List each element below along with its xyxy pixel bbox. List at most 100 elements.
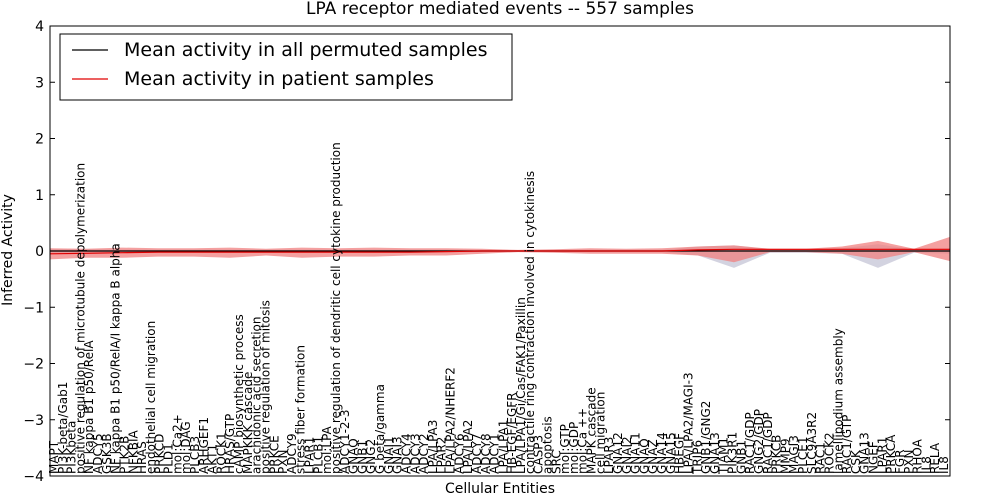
category-label: GNAO xyxy=(637,438,651,474)
patient-series-line xyxy=(49,248,950,255)
category-label: LPAR2 xyxy=(435,437,449,474)
category-label: LPAR1 xyxy=(875,437,889,474)
category-label: HBEGF xyxy=(673,433,687,474)
y-tick-label: −1 xyxy=(23,300,44,316)
chart-title: LPA receptor mediated events -- 557 samp… xyxy=(306,0,694,19)
category-label: GNA13 xyxy=(858,432,872,474)
category-label: PI3K-beta/Gab1 xyxy=(56,382,70,474)
category-label: LPAR3 xyxy=(602,437,616,474)
category-label: ADCY1-2-3 xyxy=(338,409,352,474)
category-label: CASP3 xyxy=(532,435,546,474)
category-label: GNA15 xyxy=(664,432,678,474)
category-label: contractile ring contraction involved in… xyxy=(523,171,537,474)
category-label: ADCY2 xyxy=(417,433,431,474)
category-label: CSK xyxy=(849,449,863,474)
category-label: LPA/LPA1 xyxy=(496,420,510,474)
category-label: LPA/LPA3 xyxy=(426,420,440,474)
y-tick-label: 1 xyxy=(35,188,44,204)
legend-box xyxy=(59,33,513,101)
category-label: PRKCE xyxy=(267,435,281,474)
category-label: cAMP biosynthetic process xyxy=(232,314,246,474)
category-label: GNB1 xyxy=(734,440,748,474)
category-label: RELA xyxy=(928,442,942,474)
category-label: mol:GDP xyxy=(567,422,581,474)
category-label: GNAI1 xyxy=(382,436,396,474)
category-label: ADCY8 xyxy=(479,433,493,474)
category-label: PRKCB xyxy=(770,435,784,474)
category-label: ADCY3 xyxy=(408,433,422,474)
category-label: GNA14 xyxy=(655,432,669,474)
category-label: PXN xyxy=(902,450,916,474)
category-label: positive regulation of dendritic cell cy… xyxy=(329,142,343,474)
category-label: TRIP6 xyxy=(690,440,704,475)
category-label: LPA/LPA1/Gi/Cas/FAK1/Paxillin xyxy=(514,297,528,474)
category-label: RAC1 xyxy=(814,442,828,474)
legend: Mean activity in all permuted samplesMea… xyxy=(59,33,513,101)
category-label: RHOA xyxy=(911,438,925,474)
category-label: G beta/gamma xyxy=(373,384,387,474)
category-label: mol:GTP xyxy=(558,424,572,474)
category-label: HRAS/GTP xyxy=(223,414,237,474)
category-label: ADCY6 xyxy=(452,433,466,474)
category-label: RAC1/GDP xyxy=(761,412,775,474)
category-label: SLC9A3R2 xyxy=(805,412,819,474)
category-label: RAC1/GTP xyxy=(840,415,854,474)
category-label: LPA/LPA2 xyxy=(461,420,475,474)
category-label: ROCK1 xyxy=(214,432,228,474)
y-tick-label: −2 xyxy=(23,357,44,373)
y-tick-label: −4 xyxy=(23,469,44,485)
category-label: PTK2B xyxy=(118,436,132,474)
category-label: mol:LPA xyxy=(320,425,334,474)
category-label: ADCY4 xyxy=(400,433,414,474)
category-label: GNG2/GDP xyxy=(752,409,766,474)
category-label: mol:DAG xyxy=(179,421,193,474)
category-label: GNA11 xyxy=(629,432,643,474)
category-label: IL8 xyxy=(919,456,933,474)
category-label: LPA/LPA2/MAGI-3 xyxy=(682,372,696,474)
category-label: GNAI3 xyxy=(391,436,405,474)
category-label: FGR xyxy=(893,449,907,474)
y-tick-label: 0 xyxy=(35,244,44,260)
category-label: PLCB3 xyxy=(188,436,202,474)
category-label: lamellipodium assembly xyxy=(831,328,845,474)
lines-layer xyxy=(49,248,950,255)
category-label: NFKBIA xyxy=(126,429,140,474)
category-label: PIK3R1 xyxy=(726,432,740,474)
category-label: stress fiber formation xyxy=(294,345,308,474)
category-label: ADCY5 xyxy=(91,433,105,474)
category-label: PLD1 xyxy=(162,443,176,474)
category-label: MAPKKK cascade xyxy=(241,372,255,474)
category-label: PI3Kbeta xyxy=(65,421,79,474)
category-label: PXN xyxy=(276,450,290,474)
patient-band xyxy=(50,236,950,263)
category-label: SRC xyxy=(549,450,563,474)
category-label: GNA12 xyxy=(611,432,625,474)
permuted-legend-label: Mean activity in all permuted samples xyxy=(124,39,487,61)
category-label: arachidonic acid secretion xyxy=(250,317,264,474)
category-label: HB-EGF/EGFR xyxy=(505,392,519,474)
category-label: AKT1 xyxy=(206,444,220,474)
category-label: IL8 xyxy=(937,456,951,474)
category-label: ROCK2 xyxy=(822,432,836,474)
category-label: GNG2 xyxy=(364,439,378,474)
y-tick-label: 3 xyxy=(35,75,44,91)
category-label: NGEF xyxy=(867,441,881,474)
category-label: TIAM1 xyxy=(717,437,731,475)
category-label: ADCY9 xyxy=(285,433,299,474)
patient-legend-label: Mean activity in patient samples xyxy=(124,68,434,90)
category-label: endothelial cell migration xyxy=(144,321,158,474)
category-label: PLCE1 xyxy=(796,436,810,474)
category-label: NF kappa B1 p50/RelA xyxy=(82,340,96,474)
category-label: MMP9 xyxy=(778,438,792,474)
x-axis-title: Cellular Entities xyxy=(445,481,555,497)
category-label: ADCY7 xyxy=(470,433,484,474)
category-label: GNB1/GNG2 xyxy=(699,401,713,474)
category-label: ARHGEF1 xyxy=(197,417,211,474)
category-label: mol:Ca2+ xyxy=(170,414,184,474)
category-label: GNA13 xyxy=(708,432,722,474)
category-label: cell migration xyxy=(593,392,607,474)
category-label: MAPT xyxy=(47,440,61,474)
category-label: GNAZ xyxy=(646,439,660,474)
